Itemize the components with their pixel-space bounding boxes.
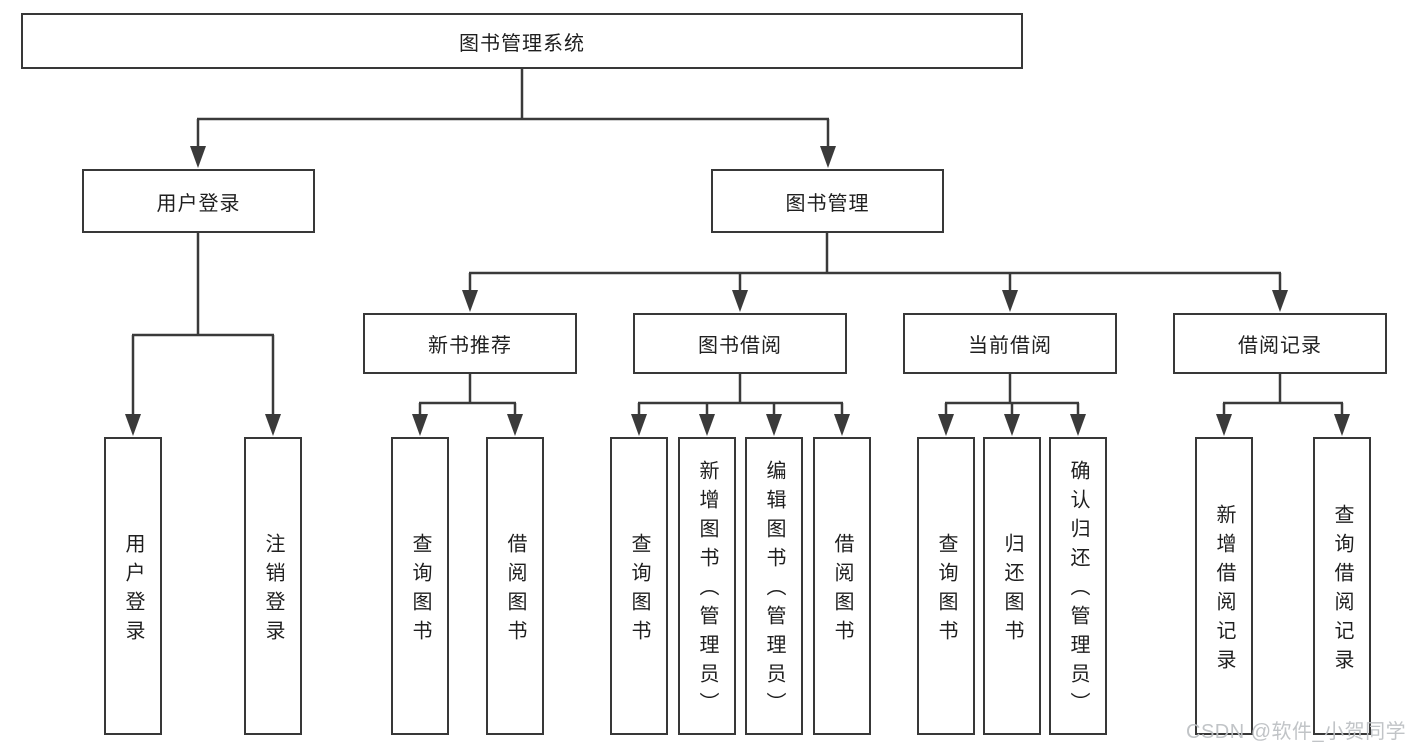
leaf-return-books: 归还图书 (983, 437, 1041, 735)
leaf-label: 新增图书（管理员） (696, 460, 718, 721)
node-book-management: 图书管理 (711, 169, 944, 233)
leaf-label: 借阅图书 (831, 532, 853, 649)
leaf-label: 用户登录 (122, 532, 144, 649)
leaf-logout: 注销登录 (244, 437, 302, 735)
node-borrowing-records: 借阅记录 (1173, 313, 1387, 374)
leaf-label: 新增借阅记录 (1213, 503, 1235, 678)
leaf-label: 归还图书 (1001, 532, 1023, 649)
leaf-add-borrow-record: 新增借阅记录 (1195, 437, 1253, 735)
leaf-label: 查询图书 (935, 532, 957, 649)
leaf-borrow-books-1: 借阅图书 (486, 437, 544, 735)
leaf-query-books-2: 查询图书 (610, 437, 668, 735)
node-new-book-recommendation: 新书推荐 (363, 313, 577, 374)
watermark: CSDN @软件_小贺同学 (1186, 721, 1405, 743)
leaf-borrow-books-2: 借阅图书 (813, 437, 871, 735)
leaf-confirm-return-admin: 确认归还（管理员） (1049, 437, 1107, 735)
leaf-user-login: 用户登录 (104, 437, 162, 735)
leaf-edit-books-admin: 编辑图书（管理员） (745, 437, 803, 735)
node-user-login: 用户登录 (82, 169, 315, 233)
leaf-label: 查询借阅记录 (1331, 503, 1353, 678)
leaf-label: 查询图书 (409, 532, 431, 649)
node-book-borrowing: 图书借阅 (633, 313, 847, 374)
leaf-label: 查询图书 (628, 532, 650, 649)
leaf-query-books-1: 查询图书 (391, 437, 449, 735)
leaf-label: 编辑图书（管理员） (763, 460, 785, 721)
node-root: 图书管理系统 (21, 13, 1023, 69)
node-current-borrowing: 当前借阅 (903, 313, 1117, 374)
leaf-add-books-admin: 新增图书（管理员） (678, 437, 736, 735)
leaf-label: 确认归还（管理员） (1067, 460, 1089, 721)
leaf-label: 注销登录 (262, 532, 284, 649)
leaf-query-borrow-record: 查询借阅记录 (1313, 437, 1371, 735)
leaf-query-books-3: 查询图书 (917, 437, 975, 735)
leaf-label: 借阅图书 (504, 532, 526, 649)
